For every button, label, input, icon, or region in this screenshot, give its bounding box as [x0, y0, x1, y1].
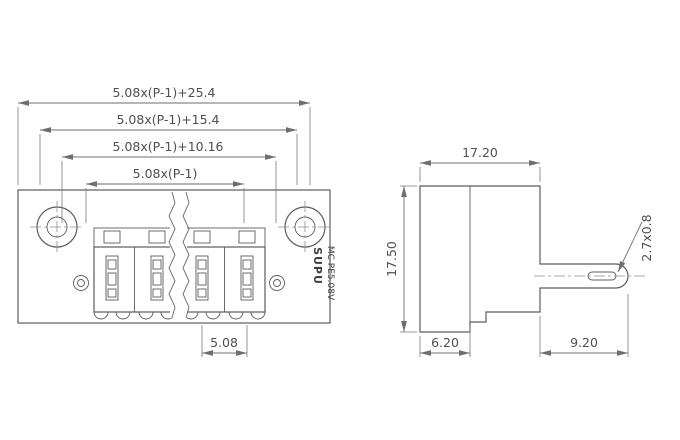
front-view: SUPU MC PE5.08V 5.08x(P-1)+25.4 5.08x(P-…	[17, 85, 335, 357]
dim-label-depth: 17.20	[462, 145, 498, 160]
dimension-depth: 17.20	[419, 145, 541, 182]
rivet-left	[73, 275, 89, 291]
dimension-overall: 5.08x(P-1)+25.4	[17, 85, 311, 185]
terminal-unit	[228, 230, 266, 320]
model-text: MC PE5.08V	[325, 246, 335, 301]
dimension-flange-thickness: 6.20	[419, 326, 471, 357]
dimension-mid1: 5.08x(P-1)+15.4	[39, 112, 298, 185]
break-lines	[168, 191, 190, 319]
dim-label-slot: 2.7x0.8	[639, 214, 654, 261]
terminal-unit	[93, 230, 131, 320]
dimension-slot: 2.7x0.8	[617, 214, 654, 273]
rivet-right	[269, 275, 285, 291]
dimension-mid2: 5.08x(P-1)+10.16	[61, 139, 277, 223]
dim-label-mid1: 5.08x(P-1)+15.4	[116, 112, 219, 127]
side-profile-outline	[419, 185, 629, 333]
dimension-height: 17.50	[384, 185, 417, 333]
front-plate-outline	[17, 189, 331, 324]
side-view: 17.20 17.50 2.7x0.8 6.20 9.20	[384, 145, 654, 357]
mounting-hole-left	[30, 201, 84, 254]
dimension-pin-length: 9.20	[539, 294, 629, 357]
dimension-pitch-total: 5.08x(P-1)	[85, 166, 245, 223]
dimension-pitch: 5.08	[201, 325, 248, 357]
dim-label-pitch: 5.08	[210, 335, 238, 350]
dim-label-flange: 6.20	[431, 335, 459, 350]
dim-label-pitch-total: 5.08x(P-1)	[133, 166, 198, 181]
dim-label-pin: 9.20	[570, 335, 598, 350]
dim-label-overall: 5.08x(P-1)+25.4	[112, 85, 215, 100]
brand-text: SUPU	[311, 247, 324, 285]
terminal-unit	[183, 230, 221, 320]
mounting-hole-right	[278, 201, 332, 254]
dim-label-mid2: 5.08x(P-1)+10.16	[113, 139, 224, 154]
dim-label-height: 17.50	[384, 241, 399, 277]
